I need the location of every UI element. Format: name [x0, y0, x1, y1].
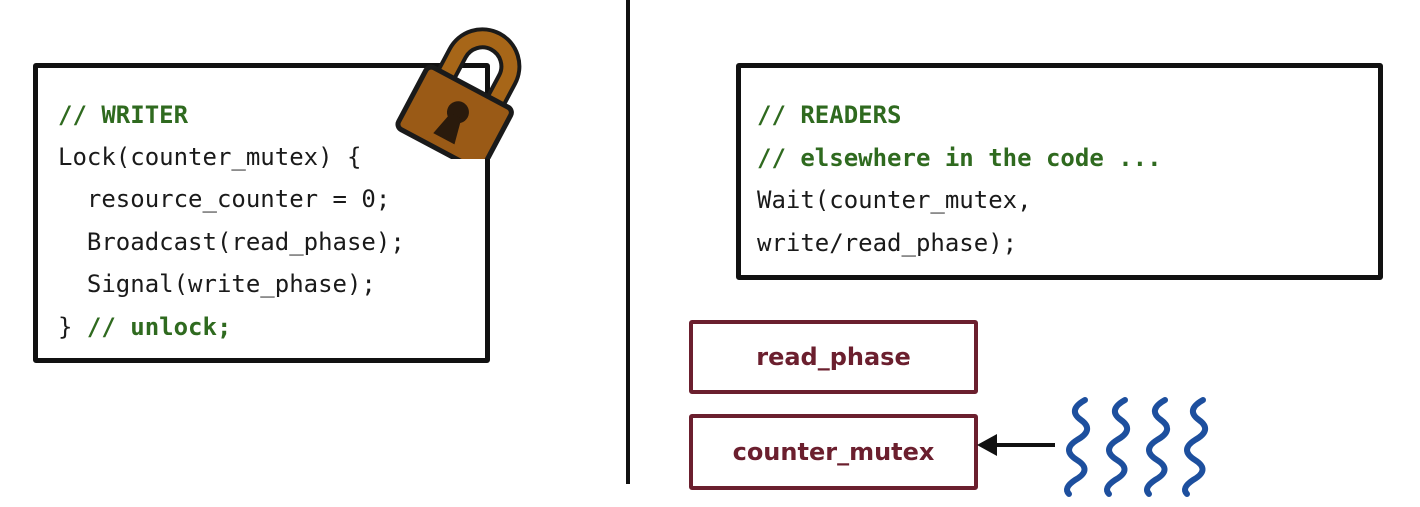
padlock-icon — [395, 27, 522, 159]
writer-closing-brace: } — [58, 313, 87, 341]
readers-elsewhere-comment: // elsewhere in the code ... — [757, 144, 1162, 172]
writer-comment: // WRITER — [58, 101, 189, 129]
readers-code-lines: // READERS // elsewhere in the code ... … — [757, 68, 1377, 273]
readers-phase-line: write/read_phase); — [757, 229, 1018, 257]
arrow-left-icon — [977, 434, 1055, 456]
readers-code-box: // READERS // elsewhere in the code ... … — [736, 63, 1383, 280]
writer-broadcast-line: Broadcast(read_phase); — [58, 228, 405, 256]
writer-unlock-comment: // unlock; — [86, 313, 232, 341]
waiting-threads-icon — [1064, 397, 1208, 497]
readers-wait-line: Wait(counter_mutex, — [757, 186, 1032, 214]
readers-comment: // READERS — [757, 101, 902, 129]
read-phase-box: read_phase — [689, 320, 978, 394]
writer-signal-line: Signal(write_phase); — [58, 270, 376, 298]
writer-reset-line: resource_counter = 0; — [58, 185, 391, 213]
writer-lock-line: Lock(counter_mutex) { — [58, 143, 362, 171]
writer-unlock-line: } // unlock; — [58, 312, 231, 342]
counter-mutex-box: counter_mutex — [689, 414, 978, 490]
writer-code-lines: // WRITER Lock(counter_mutex) { resource… — [58, 68, 488, 358]
section-divider — [626, 0, 630, 484]
